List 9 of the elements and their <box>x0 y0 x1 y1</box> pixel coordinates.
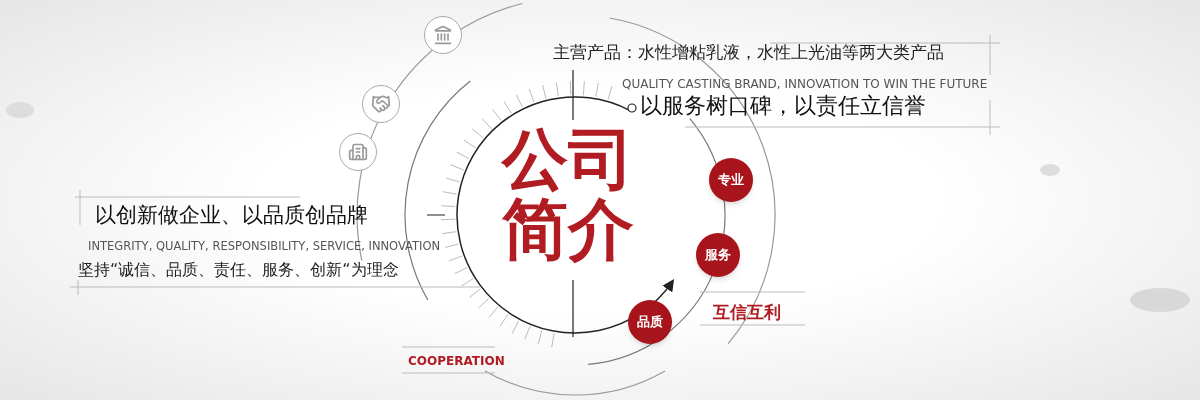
tag-text: 互信互利 <box>713 302 781 324</box>
slogan-subtitle: QUALITY CASTING BRAND, INNOVATION TO WIN THE FUTURE <box>622 77 988 92</box>
main-title: 公司简介 <box>502 125 635 265</box>
slogan-text: 以服务树口碑，以责任立信誉 <box>640 92 926 120</box>
values-subtitle: INTEGRITY, QUALITY, RESPONSIBILITY, SERVICE, INNOVATION <box>88 239 441 254</box>
slogan-text: 以创新做企业、以品质创品牌 <box>95 202 368 229</box>
values-text: 坚持“诚信、品质、责任、服务、创新“为理念 <box>78 260 399 280</box>
tag-text: COOPERATION <box>408 354 505 369</box>
product-text: 主营产品：水性增粘乳液，水性上光油等两大类产品 <box>553 42 944 64</box>
